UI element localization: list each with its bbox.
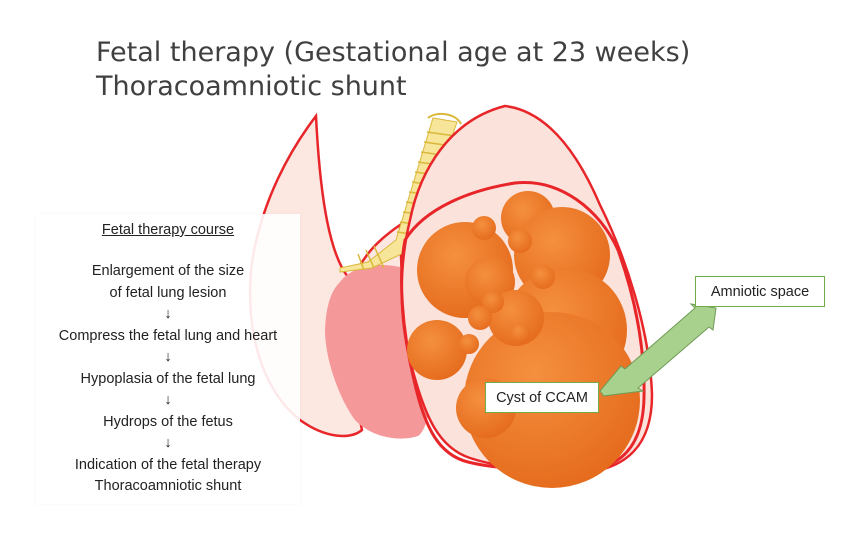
cyst-circle xyxy=(510,323,530,343)
down-arrow: ↓ xyxy=(164,392,172,408)
ccam-cysts xyxy=(407,191,640,488)
cyst-circle xyxy=(472,216,496,240)
down-arrow: ↓ xyxy=(164,435,172,451)
cyst-circle xyxy=(508,229,532,253)
course-line: of fetal lung lesion xyxy=(109,284,227,301)
amniotic-space-label: Amniotic space xyxy=(695,276,825,307)
double-arrow xyxy=(599,303,717,397)
course-line: Thoracoamniotic shunt xyxy=(94,478,242,494)
cyst-chamber xyxy=(400,181,646,472)
cyst-label: Cyst of CCAM xyxy=(485,382,599,413)
down-arrow: ↓ xyxy=(164,349,172,365)
cyst-circle xyxy=(407,320,467,380)
course-line: Enlargement of the size xyxy=(91,263,245,279)
course-heading: Fetal therapy course xyxy=(101,222,235,238)
cyst-circle xyxy=(468,306,492,330)
cyst-circle xyxy=(459,334,479,354)
cyst-circle xyxy=(482,291,504,313)
therapy-course-panel: Fetal therapy course Enlargement of the … xyxy=(36,214,300,504)
down-arrow: ↓ xyxy=(164,306,172,322)
page-title: Fetal therapy (Gestational age at 23 wee… xyxy=(96,37,691,68)
course-line: Indication of the fetal therapy xyxy=(74,456,262,473)
cyst-circle xyxy=(531,265,555,289)
course-line: Compress the fetal lung and heart xyxy=(58,327,278,344)
course-line: Hydrops of the fetus xyxy=(103,413,233,430)
page-subtitle: Thoracoamniotic shunt xyxy=(96,71,407,102)
course-line: Hypoplasia of the fetal lung xyxy=(80,370,256,387)
